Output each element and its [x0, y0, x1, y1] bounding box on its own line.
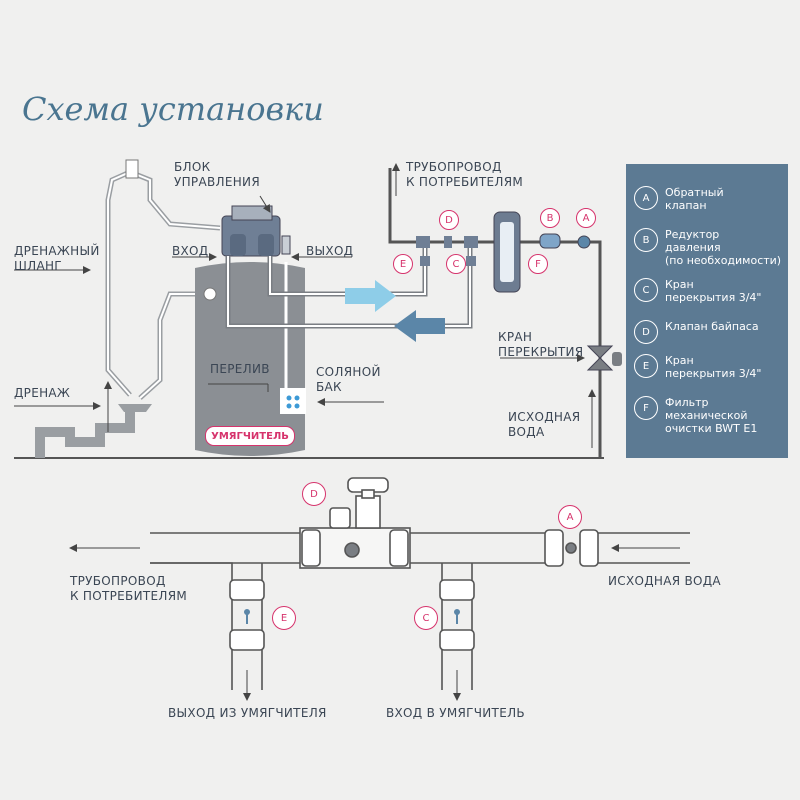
overflow-port: [203, 287, 217, 301]
legend-text: Обратный клапан: [665, 186, 724, 212]
label-inlet: ВХОД: [172, 244, 209, 258]
legend-text: Редуктор давления (по необходимости): [665, 228, 782, 267]
brine-valve: [281, 235, 291, 255]
tag-d-top: D: [439, 210, 459, 230]
legend-item: E Кран перекрытия 3/4": [634, 354, 761, 380]
label-shutoff-valve: КРАН ПЕРЕКРЫТИЯ: [498, 330, 584, 359]
diagram-title: Схема установки: [22, 90, 324, 128]
legend-letter: A: [634, 186, 658, 210]
legend-letter: F: [634, 396, 658, 420]
legend-item: F Фильтр механической очистки BWT E1: [634, 396, 757, 435]
label-softener-out: ВЫХОД ИЗ УМЯГЧИТЕЛЯ: [168, 706, 327, 720]
legend-letter: B: [634, 228, 658, 252]
flow-arrow-in: [394, 310, 445, 342]
label-pipeline-bottom: ТРУБОПРОВОД К ПОТРЕБИТЕЛЯМ: [70, 574, 187, 603]
tag-a-bottom: A: [558, 505, 582, 529]
legend-letter: E: [634, 354, 658, 378]
flow-arrow-out: [345, 280, 396, 312]
label-drain-hose: ДРЕНАЖНЫЙ ШЛАНГ: [14, 244, 100, 273]
check-valve: [577, 235, 591, 249]
legend-item: C Кран перекрытия 3/4": [634, 278, 761, 304]
label-control-unit: БЛОК УПРАВЛЕНИЯ: [174, 160, 260, 189]
label-source-water-bottom: ИСХОДНАЯ ВОДА: [608, 574, 721, 588]
drain-trap: [35, 412, 135, 458]
label-salt-tank: СОЛЯНОЙ БАК: [316, 365, 381, 394]
legend-item: D Клапан байпаса: [634, 320, 759, 344]
label-outlet: ВЫХОД: [306, 244, 354, 258]
tag-a-top: A: [576, 208, 596, 228]
legend-text: Кран перекрытия 3/4": [665, 354, 762, 380]
softener-badge: УМЯГЧИТЕЛЬ: [205, 426, 295, 446]
softener-tank: [195, 262, 305, 456]
overflow-tube: [138, 291, 204, 400]
label-softener-in: ВХОД В УМЯГЧИТЕЛЬ: [386, 706, 525, 720]
shutoff-valve: [586, 345, 614, 371]
tag-e-top: E: [393, 254, 413, 274]
legend-item: B Редуктор давления (по необходимости): [634, 228, 781, 267]
tag-c-bottom: C: [414, 606, 438, 630]
legend-letter: C: [634, 278, 658, 302]
brine-cup: [280, 388, 306, 414]
tag-e-bottom: E: [272, 606, 296, 630]
tag-b-top: B: [540, 208, 560, 228]
tag-c-top: C: [446, 254, 466, 274]
label-drain: ДРЕНАЖ: [14, 386, 71, 400]
legend-text: Кран перекрытия 3/4": [665, 278, 762, 304]
legend-text: Фильтр механической очистки BWT E1: [665, 396, 758, 435]
legend-text: Клапан байпаса: [665, 320, 759, 333]
legend-panel: A Обратный клапан B Редуктор давления (п…: [626, 164, 788, 458]
legend-letter: D: [634, 320, 658, 344]
tag-f-top: F: [528, 254, 548, 274]
hose-clip: [125, 159, 139, 179]
label-overflow: ПЕРЕЛИВ: [210, 362, 270, 376]
label-pipeline-top: ТРУБОПРОВОД К ПОТРЕБИТЕЛЯМ: [406, 160, 523, 189]
bypass-diagram: [150, 477, 690, 690]
label-source-water-top: ИСХОДНАЯ ВОДА: [508, 410, 581, 439]
drain-funnel: [118, 404, 152, 412]
tag-d-bottom: D: [302, 482, 326, 506]
pressure-reducer: [539, 233, 561, 249]
legend-item: A Обратный клапан: [634, 186, 724, 212]
